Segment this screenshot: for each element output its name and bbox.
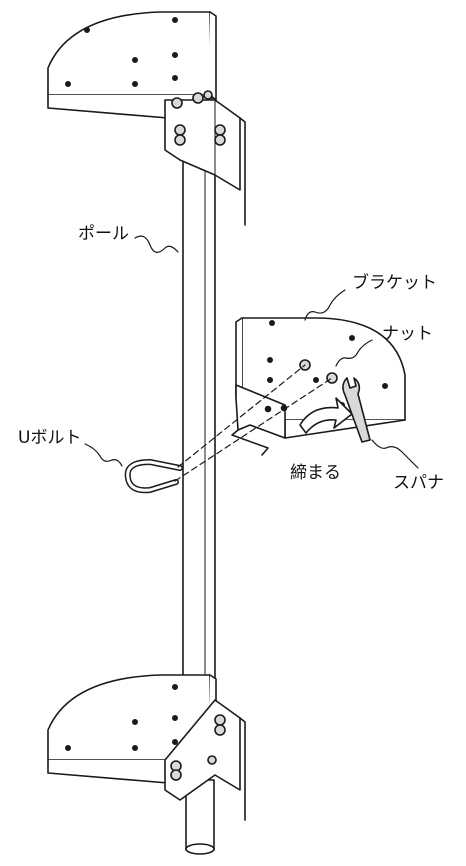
top-bracket-nuts — [171, 90, 226, 146]
nut-label: ナット — [382, 324, 433, 344]
u-bolt-leader — [84, 443, 123, 467]
spanner-leader — [371, 439, 419, 469]
u-bolt-label: Uボルト — [18, 428, 82, 448]
pole-leader — [134, 235, 179, 253]
spanner-icon — [342, 377, 371, 443]
pole-label: ポール — [78, 224, 129, 244]
tighten-arrow-icon — [299, 397, 353, 434]
assembly-guide-lines — [174, 364, 333, 482]
top-bracket — [47, 11, 246, 226]
spanner-label: スパナ — [393, 473, 444, 493]
middle-bracket — [231, 317, 406, 456]
tighten-label: 締まる — [290, 463, 341, 483]
nut-leader — [335, 339, 373, 367]
pole — [182, 149, 216, 855]
u-bolt — [124, 459, 183, 494]
bottom-bracket-nuts — [170, 714, 226, 781]
bottom-bracket — [47, 674, 246, 821]
bracket-leader — [304, 289, 346, 321]
bracket-label: ブラケット — [352, 273, 437, 293]
leader-lines — [84, 235, 419, 469]
middle-bracket-nuts — [299, 359, 338, 384]
